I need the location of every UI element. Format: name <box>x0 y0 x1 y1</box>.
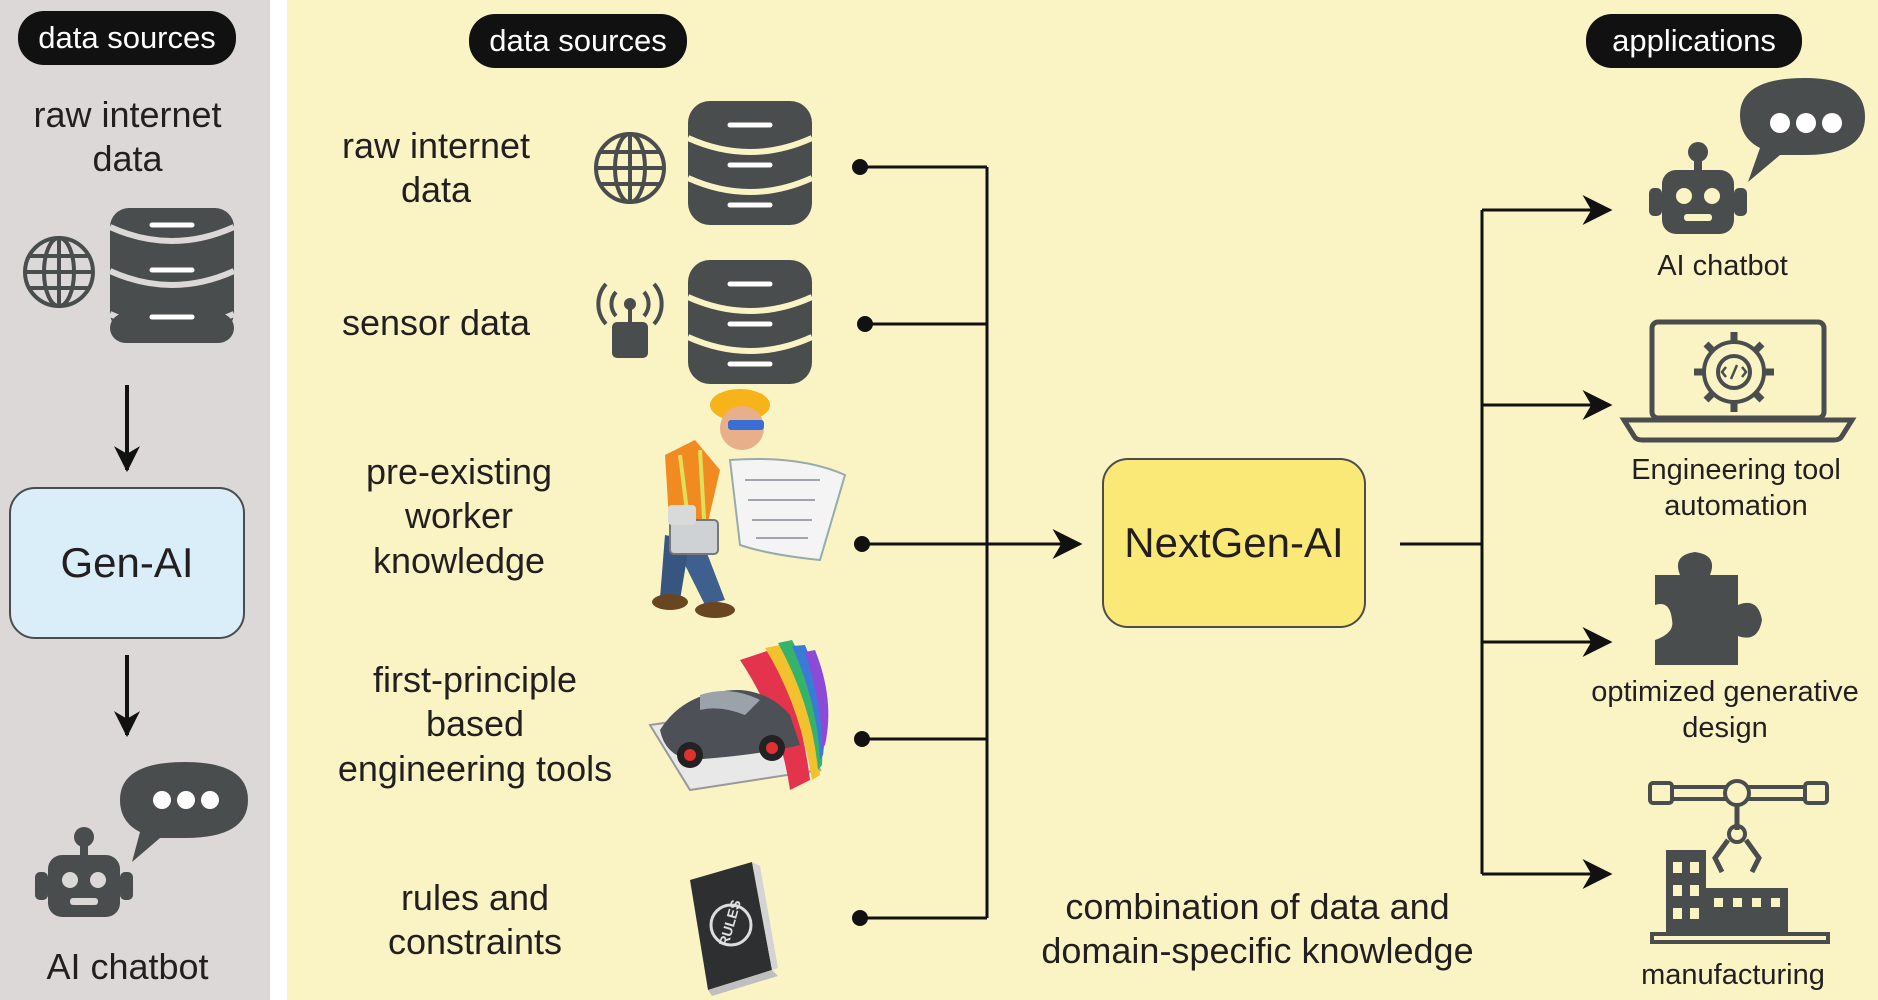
left-source-label: raw internet data <box>33 94 222 180</box>
source-label-engineering-tools: first-principle based engineering tools <box>337 659 613 789</box>
source-label-worker-knowledge: pre-existing worker knowledge <box>365 451 553 581</box>
laptop-gear-code-icon <box>1619 319 1857 443</box>
puzzle-piece-icon <box>1655 552 1762 665</box>
main-panel <box>287 0 1878 1000</box>
database-icon-2 <box>686 260 814 384</box>
left-output-label: AI chatbot <box>46 946 209 987</box>
source-label-sensor: sensor data <box>341 302 531 343</box>
source-label-raw-internet: raw internet data <box>341 125 531 211</box>
car-aerodynamics-illustration <box>648 640 829 792</box>
nextgen-ai-label: NextGen-AI <box>1124 519 1344 566</box>
connector-dots <box>852 159 873 926</box>
app-label-engineering-automation: Engineering tool automation <box>1631 454 1841 522</box>
combination-label: combination of data and domain-specific … <box>1041 886 1474 972</box>
applications-badge: applications <box>1586 14 1802 68</box>
robot-arm-factory-icon <box>1648 779 1830 944</box>
source-connectors <box>860 165 1083 920</box>
left-database-icon <box>108 208 236 343</box>
data-sources-badge: data sources <box>469 14 687 68</box>
genai-node: Gen-AI <box>9 487 245 639</box>
left-robot-chat-icon <box>35 762 248 917</box>
sensor-antenna-icon <box>596 282 664 358</box>
app-label-generative-design: optimized generative design <box>1591 676 1859 744</box>
left-globe-icon <box>23 236 95 308</box>
engineer-worker-illustration <box>652 389 847 618</box>
rules-book-illustration <box>690 862 778 996</box>
app-label-ai-chatbot: AI chatbot <box>1657 250 1788 282</box>
genai-label: Gen-AI <box>60 539 194 586</box>
left-data-sources-badge: data sources <box>18 11 236 65</box>
application-connectors <box>1400 195 1613 889</box>
globe-icon <box>594 132 666 204</box>
robot-chat-icon <box>1649 78 1865 234</box>
app-label-manufacturing: manufacturing <box>1641 959 1825 991</box>
database-icon-1 <box>686 101 814 225</box>
nextgen-ai-node: NextGen-AI <box>1102 458 1366 628</box>
source-label-rules: rules and constraints <box>387 877 563 963</box>
